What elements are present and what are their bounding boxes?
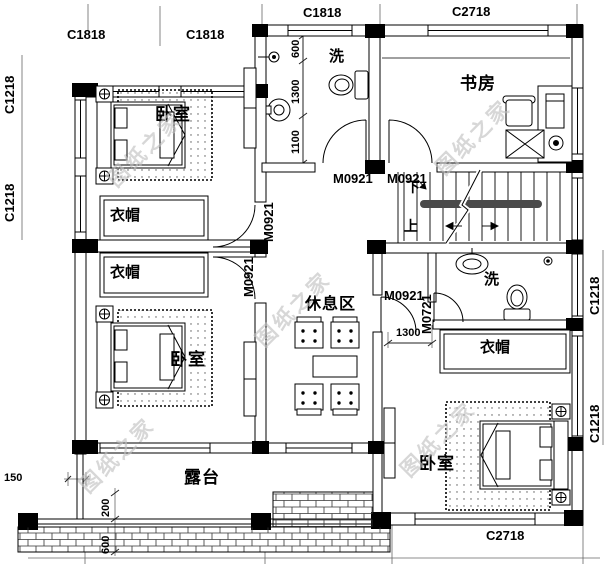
room-label-bedroom1: 卧室 [155, 105, 191, 124]
room-label-closet2: 衣帽 [110, 264, 141, 281]
window-label-right-1: C1218 [587, 276, 602, 315]
door-label-bedroom2: M0921 [241, 257, 256, 297]
window-label-left-2: C1218 [2, 183, 17, 222]
window-label-top-3: C1818 [303, 5, 342, 20]
dim-bath1-1300: 1300 [290, 79, 302, 104]
stairs-up-label: 上 [404, 218, 418, 234]
door-label-bath2: M0721 [419, 294, 434, 334]
dim-terrace-150: 150 [4, 472, 23, 484]
window-label-right-2: C1218 [587, 404, 602, 443]
window-label-left-1: C1218 [2, 75, 17, 114]
dim-bath1-600: 600 [290, 39, 302, 58]
staircase [397, 168, 561, 245]
bed-2 [95, 305, 213, 409]
window-label-top-2: C1818 [186, 27, 225, 42]
room-label-study: 书房 [460, 74, 496, 93]
dim-rear-1300: 1300 [396, 327, 421, 339]
closets [99, 67, 571, 479]
door-label-bedroom1: M0921 [261, 202, 276, 242]
dim-terrace-200: 200 [100, 498, 112, 517]
dim-terrace-600: 600 [100, 535, 112, 554]
door-label-rear-hall: M0921 [384, 288, 424, 303]
room-label-bath1: 洗 [329, 48, 345, 65]
window-label-top-4: C2718 [452, 4, 491, 19]
study-furniture [382, 57, 573, 163]
window-label-top-1: C1818 [67, 27, 106, 42]
stairs-down-label: 下 [406, 179, 420, 195]
window-label-bottom: C2718 [486, 528, 525, 543]
terrace-railing [17, 491, 391, 553]
room-label-closet1: 衣帽 [110, 207, 141, 224]
room-label-bedroom3: 卧室 [419, 454, 455, 473]
room-label-lounge: 休息区 [305, 296, 357, 313]
bed-3 [445, 401, 571, 511]
lounge-furniture [294, 316, 360, 416]
room-label-closet3: 衣帽 [480, 339, 511, 356]
bed-1 [95, 85, 213, 185]
door-label-bath1: M0921 [333, 171, 373, 186]
doors [212, 119, 464, 333]
room-label-bath2: 洗 [484, 271, 500, 288]
room-label-bedroom2: 卧室 [170, 350, 206, 369]
room-label-terrace: 露台 [184, 468, 220, 487]
dim-bath1-1100: 1100 [290, 130, 302, 154]
door-label-study: M0921 [387, 171, 427, 186]
bathroom-fixtures [258, 51, 553, 321]
